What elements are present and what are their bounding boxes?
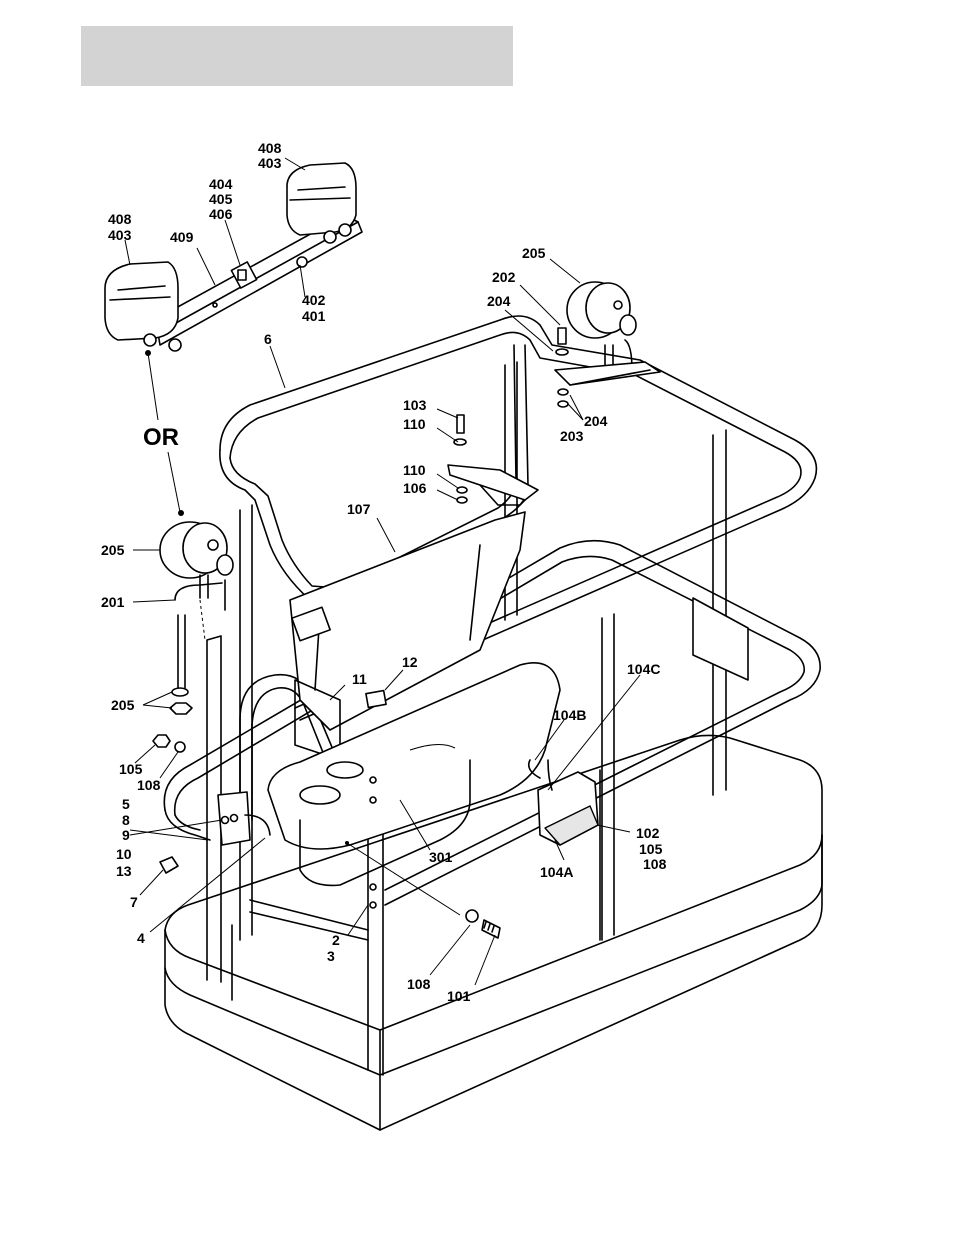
callout-104B: 104B [553,707,586,723]
callout-403: 403 [258,155,282,171]
callout-12: 12 [402,654,418,670]
callout-105: 105 [119,761,143,777]
callout-202: 202 [492,269,516,285]
callout-106: 106 [403,480,427,496]
platform-basket [164,316,822,1130]
callout-205: 205 [101,542,125,558]
callout-402: 402 [302,292,326,308]
or-separator: OR [143,424,179,451]
callout-10: 10 [116,846,132,862]
callout-401: 401 [302,308,326,324]
callout-204: 204 [487,293,511,309]
callout-104A: 104A [540,864,573,880]
callout-409: 409 [170,229,194,245]
callout-406: 406 [209,206,233,222]
control-box-bracket [448,415,538,505]
callout-201: 201 [101,594,125,610]
callout-104C: 104C [627,661,660,677]
callout-6: 6 [264,331,272,347]
callout-203: 203 [560,428,584,444]
callout-408: 408 [258,140,282,156]
callout-110: 110 [403,416,426,432]
callout-5: 5 [122,796,130,812]
callout-108: 108 [137,777,161,793]
callout-4: 4 [137,930,145,946]
callout-101: 101 [447,988,471,1004]
callout-301: 301 [429,849,453,865]
beacon-light-right [555,282,660,407]
callout-403: 403 [108,227,132,243]
callout-108: 108 [643,856,667,872]
callout-7: 7 [130,894,138,910]
callout-204: 204 [584,413,608,429]
callout-408: 408 [108,211,132,227]
callout-405: 405 [209,191,233,207]
callout-404: 404 [209,176,233,192]
callout-9: 9 [122,827,130,843]
callout-3: 3 [327,948,335,964]
beacon-light-left [160,522,233,714]
callout-205: 205 [522,245,546,261]
callout-105: 105 [639,841,663,857]
callout-8: 8 [122,812,130,828]
callout-13: 13 [116,863,132,879]
callout-110: 110 [403,462,426,478]
callout-107: 107 [347,501,371,517]
callout-103: 103 [403,397,427,413]
callout-11: 11 [352,671,367,687]
callout-2: 2 [332,932,340,948]
callout-102: 102 [636,825,660,841]
callout-205: 205 [111,697,135,713]
callout-108: 108 [407,976,431,992]
